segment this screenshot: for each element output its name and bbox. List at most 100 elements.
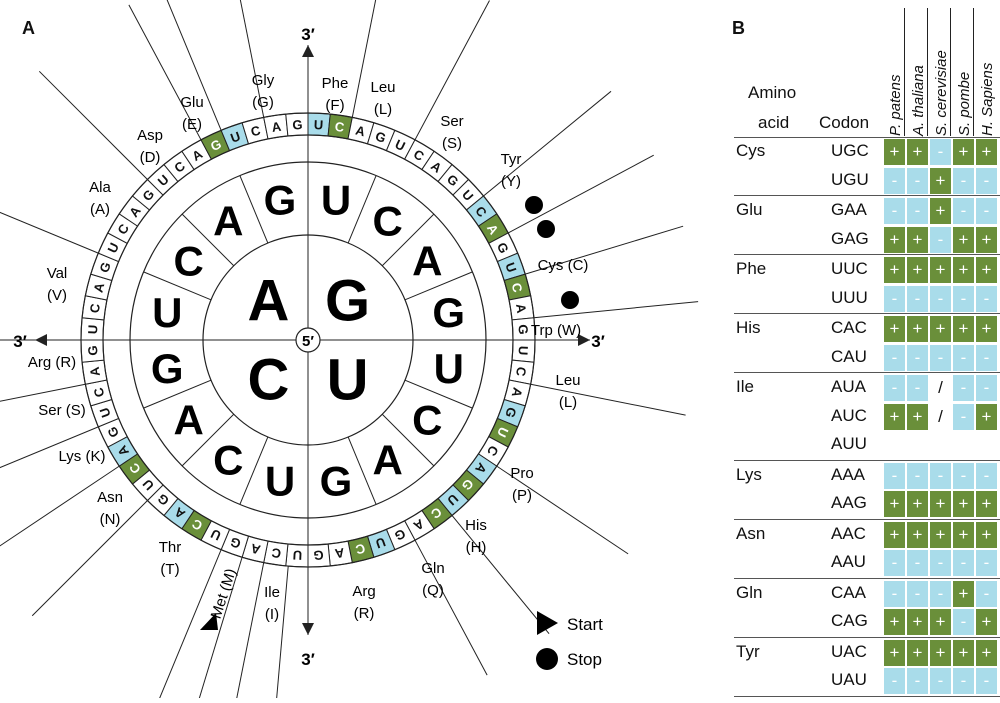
stop-codon-marker — [537, 220, 555, 238]
codon-group-line — [0, 211, 99, 254]
usage-cell: + — [907, 609, 928, 635]
codon-group-line — [0, 465, 120, 547]
codon-group-line — [525, 225, 684, 275]
third-base-letter: C — [87, 302, 103, 314]
usage-cell: + — [953, 580, 974, 607]
ring-divider — [239, 175, 269, 244]
codon-group-line — [157, 549, 222, 703]
axis-arrow — [302, 45, 314, 57]
usage-cell: + — [976, 639, 997, 666]
codon-group-line — [31, 500, 148, 617]
ring-divider — [381, 413, 435, 467]
third-base-letter: C — [509, 281, 526, 294]
usage-cell: - — [953, 285, 974, 312]
species-label: H. Sapiens — [979, 62, 996, 136]
usage-cell: - — [930, 580, 951, 607]
second-base-letter: C — [174, 237, 204, 284]
usage-cell: - — [976, 550, 997, 576]
amino-acid-abbr: (A) — [90, 201, 110, 218]
second-base-letter: C — [213, 436, 243, 483]
third-base-letter: A — [249, 540, 262, 557]
second-base-letter: C — [373, 198, 403, 245]
amino-acid-abbr: (G) — [252, 94, 274, 111]
codon-group-line — [533, 301, 699, 319]
usage-cell: + — [930, 491, 951, 517]
usage-cell: - — [884, 375, 905, 401]
codon-group-line — [0, 383, 86, 402]
usage-cell: - — [976, 285, 997, 312]
group-separator — [734, 313, 1000, 314]
usage-cell: - — [976, 375, 997, 401]
third-base-letter: C — [249, 122, 262, 139]
species-divider — [973, 8, 974, 136]
species-divider — [927, 8, 928, 136]
group-separator — [734, 636, 1000, 638]
start-codon-marker — [200, 613, 218, 630]
third-base-letter: A — [354, 123, 367, 140]
ring-divider — [143, 379, 212, 409]
codon-group-line — [351, 0, 377, 118]
second-base-letter: G — [432, 289, 465, 336]
usage-cell: + — [884, 316, 905, 342]
second-base-letter: U — [152, 289, 182, 336]
group-separator — [734, 254, 1000, 255]
species-divider — [950, 8, 951, 136]
codon-group-line — [166, 0, 222, 131]
usage-cell: + — [884, 609, 905, 635]
codon-cell: AAA — [831, 464, 866, 484]
codon-group-line — [451, 515, 550, 635]
codon-cell: AUU — [831, 434, 867, 453]
third-base-letter: G — [313, 548, 324, 563]
amino-acid-name: Trp (W) — [531, 322, 581, 339]
species-label: S. pombe — [956, 71, 973, 136]
codon-cell: GAA — [831, 200, 867, 219]
codon-group-line — [507, 154, 654, 234]
usage-cell: + — [953, 139, 974, 165]
codon-group-line — [235, 562, 265, 703]
third-base-letter: G — [516, 324, 531, 335]
usage-cell: - — [884, 344, 905, 371]
usage-cell: + — [884, 139, 905, 165]
third-base-letter: G — [502, 405, 520, 420]
axis-end-label: 3′ — [301, 650, 315, 669]
usage-cell: - — [907, 198, 928, 224]
species-label: A. thaliana — [910, 65, 927, 136]
codon-cell: UAC — [831, 641, 867, 661]
amino-acid-cell: Cys — [736, 141, 766, 160]
usage-cell — [907, 432, 928, 458]
amino-acid-cell: Tyr — [736, 641, 760, 661]
usage-cell: + — [976, 316, 997, 342]
usage-cell: / — [930, 403, 951, 430]
usage-cell: + — [907, 639, 928, 666]
codon-cell: UUC — [831, 259, 868, 278]
codon-group-line — [239, 0, 265, 118]
amino-acid-name: Ser — [440, 113, 463, 130]
stop-codon-marker — [525, 196, 543, 214]
third-base-letter: A — [333, 545, 345, 561]
ring-divider — [143, 271, 212, 301]
usage-cell: + — [907, 403, 928, 430]
ring-divider — [381, 213, 435, 267]
usage-cell: + — [930, 198, 951, 224]
legend-stop-label: Stop — [567, 650, 602, 669]
usage-cell: + — [907, 226, 928, 253]
usage-cell: - — [907, 344, 928, 371]
third-base-letter: C — [334, 119, 346, 135]
third-base-letter: G — [228, 534, 243, 552]
third-base-letter: C — [353, 541, 366, 558]
usage-cell — [930, 432, 951, 458]
first-base-letter: U — [327, 348, 369, 413]
header-codon: Codon — [819, 113, 870, 132]
third-base-letter: A — [271, 119, 283, 135]
usage-cell: - — [907, 462, 928, 489]
usage-cell: - — [953, 668, 974, 694]
usage-cell — [976, 432, 997, 458]
usage-cell: - — [907, 668, 928, 694]
third-base-letter: G — [373, 128, 388, 146]
panel-b-label: B — [732, 18, 745, 38]
third-base-letter: C — [90, 385, 107, 398]
legend-stop-icon — [536, 648, 558, 670]
usage-cell: - — [884, 580, 905, 607]
